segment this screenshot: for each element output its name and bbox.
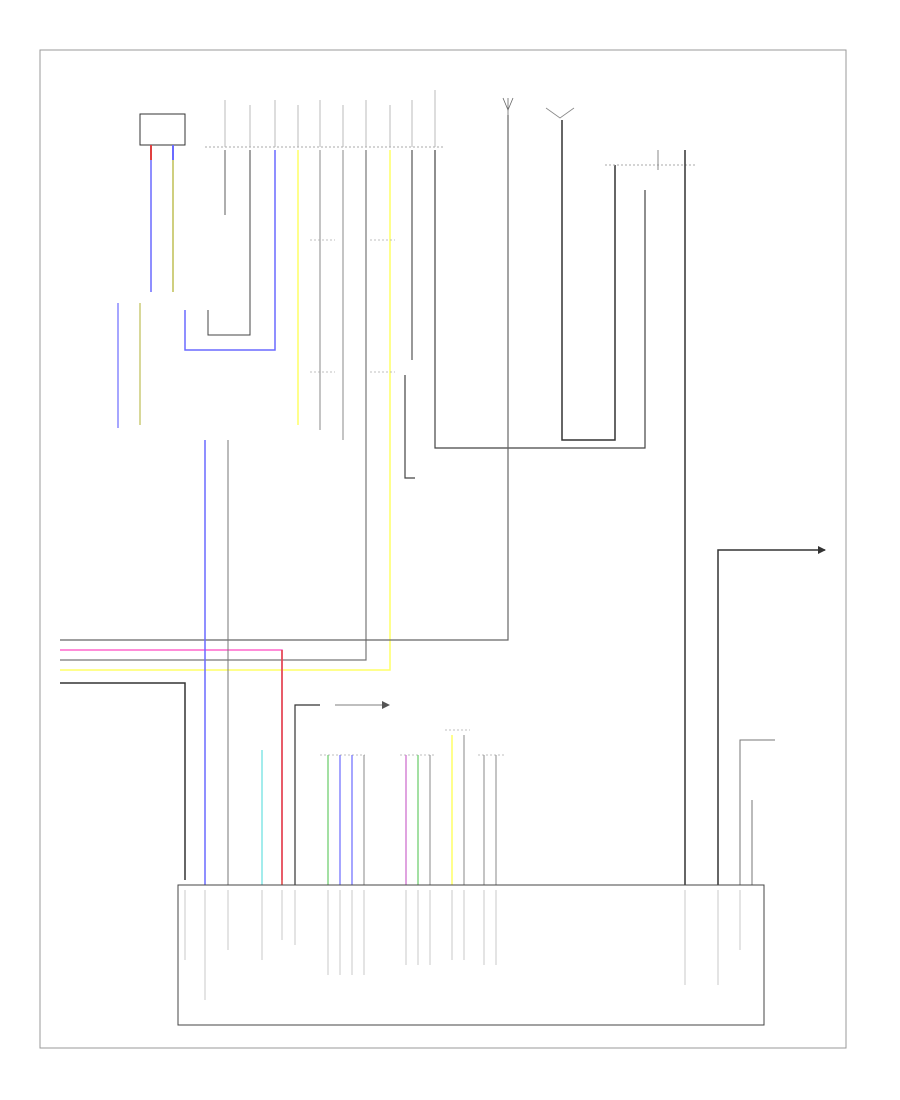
antenna-icon	[502, 97, 514, 115]
page-border	[39, 49, 847, 1049]
lower-connector-group-2	[400, 754, 435, 885]
lower-connector-group-4	[478, 754, 505, 885]
lower-connector-group-1	[320, 754, 365, 885]
wire-black-loop	[207, 150, 251, 336]
right-branch-arrow	[818, 546, 826, 554]
main-module	[177, 884, 765, 1026]
wire-black-412-lower	[404, 375, 415, 479]
antenna-2-icon	[545, 107, 575, 119]
left-top-sensor	[139, 113, 186, 146]
wire-black-down-a	[294, 704, 320, 885]
main-module-box	[177, 884, 765, 1026]
wire-bus-pink	[60, 649, 283, 880]
black-arrow-head	[382, 701, 390, 709]
wire-yellow-right	[60, 150, 391, 671]
top-center-pin-leads	[224, 90, 436, 147]
wire-black-435	[434, 150, 646, 449]
lower-connector-group-3	[445, 729, 470, 885]
main-module-pins	[184, 890, 741, 1000]
wire-gray-366	[60, 150, 367, 661]
wire-antenna-2	[561, 120, 616, 441]
wire-bus-black	[60, 682, 186, 880]
wire-antenna	[60, 115, 509, 641]
left-top-sensor-box	[139, 113, 186, 146]
wire-right-lower-1	[739, 739, 775, 885]
wire-right-branch	[717, 549, 825, 885]
wire-blue-loop	[184, 150, 276, 351]
